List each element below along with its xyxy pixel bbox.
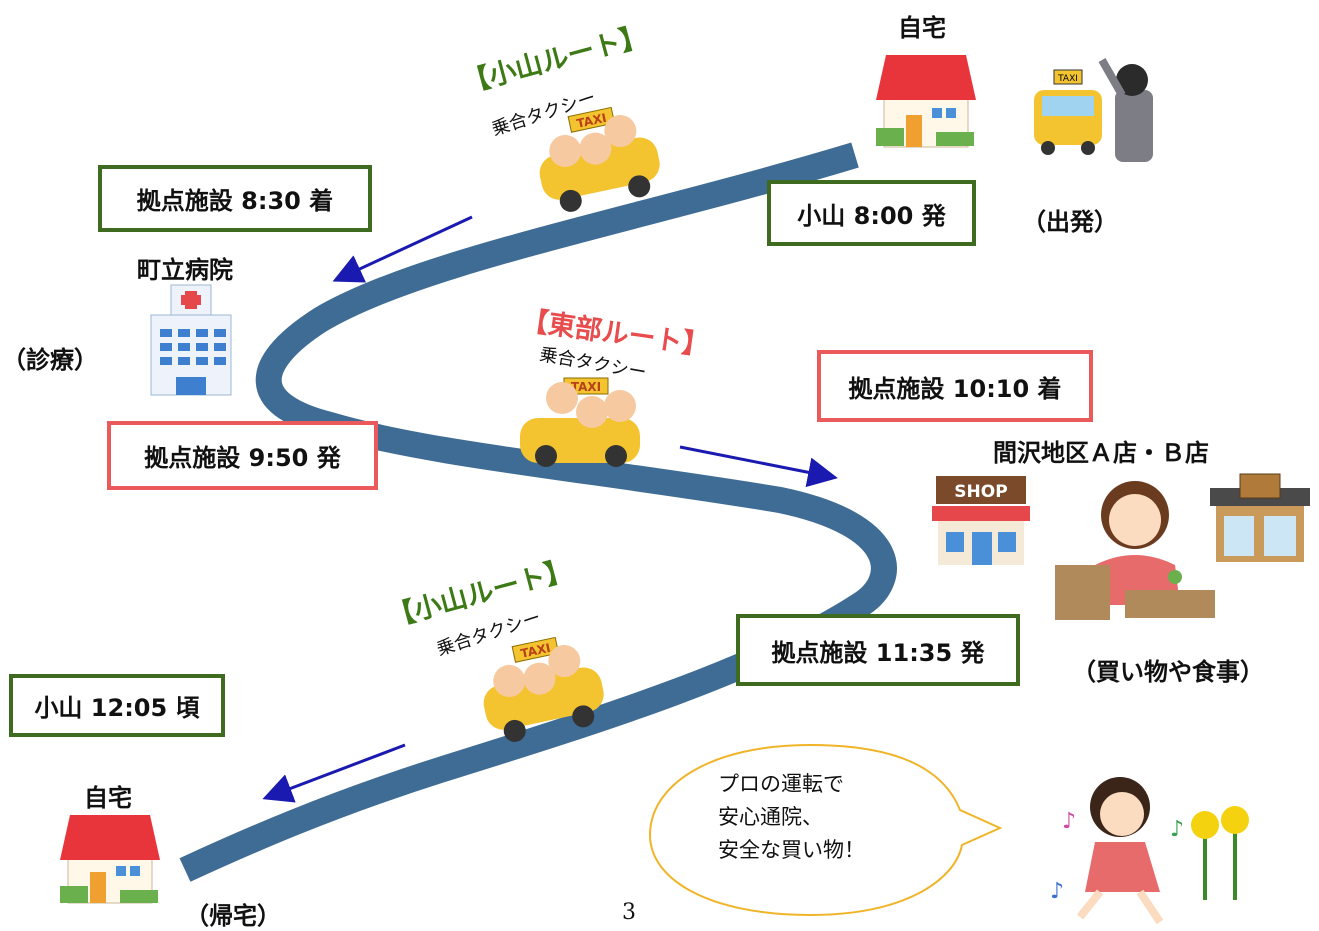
diner-icon [1210, 473, 1310, 562]
box-oyama-depart: 小山 8:00 発 [767, 180, 976, 246]
svg-text:TAXI: TAXI [575, 111, 608, 131]
label-return-home: （帰宅） [185, 902, 281, 930]
arrow-to-home [262, 743, 406, 803]
label-departure: （出発） [1022, 208, 1118, 236]
label-shopping: （買い物や食事） [1072, 658, 1264, 686]
music-note-icon: ♪ [1170, 817, 1184, 842]
label-home-bottom: 自宅 [84, 784, 132, 812]
bubble-line-3: 安全な買い物！ [718, 838, 865, 862]
svg-text:TAXI: TAXI [571, 380, 601, 394]
label-consultation: （診療） [2, 346, 98, 374]
box-base-arrive-1010: 拠点施設 10:10 着 [817, 350, 1093, 422]
shopper-icon [1055, 481, 1215, 620]
flower-icon [1191, 806, 1249, 900]
box-base-arrive-830: 拠点施設 8:30 着 [98, 165, 372, 232]
shop-icon: SHOP [932, 476, 1030, 565]
taxi-hail-icon: TAXI [1034, 58, 1153, 162]
music-note-icon: ♪ [1050, 879, 1064, 904]
svg-text:TAXI: TAXI [519, 641, 552, 661]
arrow-to-hospital [332, 215, 473, 283]
shared-taxi-icon: TAXI [539, 106, 660, 212]
arrow-to-shops [679, 445, 838, 488]
shared-taxi-icon: TAXI [483, 636, 604, 742]
bubble-line-2: 安心通院、 [718, 805, 823, 829]
label-hospital: 町立病院 [137, 256, 233, 284]
taxi-sign: TAXI [1057, 74, 1078, 84]
label-home-top: 自宅 [898, 14, 946, 42]
hospital-icon [150, 284, 232, 396]
music-note-icon: ♪ [1062, 809, 1076, 834]
box-base-depart-950: 拠点施設 9:50 発 [107, 421, 378, 490]
house-icon [60, 815, 160, 904]
road [179, 142, 897, 882]
house-icon [876, 55, 976, 148]
speech-bubble [648, 743, 1003, 917]
shared-taxi-icon: TAXI [520, 377, 640, 467]
shop-sign: SHOP [954, 482, 1007, 502]
happy-walker-icon [1076, 777, 1164, 925]
label-shops: 間沢地区Ａ店・Ｂ店 [993, 439, 1209, 467]
box-oyama-return: 小山 12:05 頃 [9, 674, 225, 737]
bubble-line-1: プロの運転で [718, 772, 844, 796]
box-base-depart-1135: 拠点施設 11:35 発 [736, 614, 1020, 686]
page-number: 3 [622, 900, 636, 925]
